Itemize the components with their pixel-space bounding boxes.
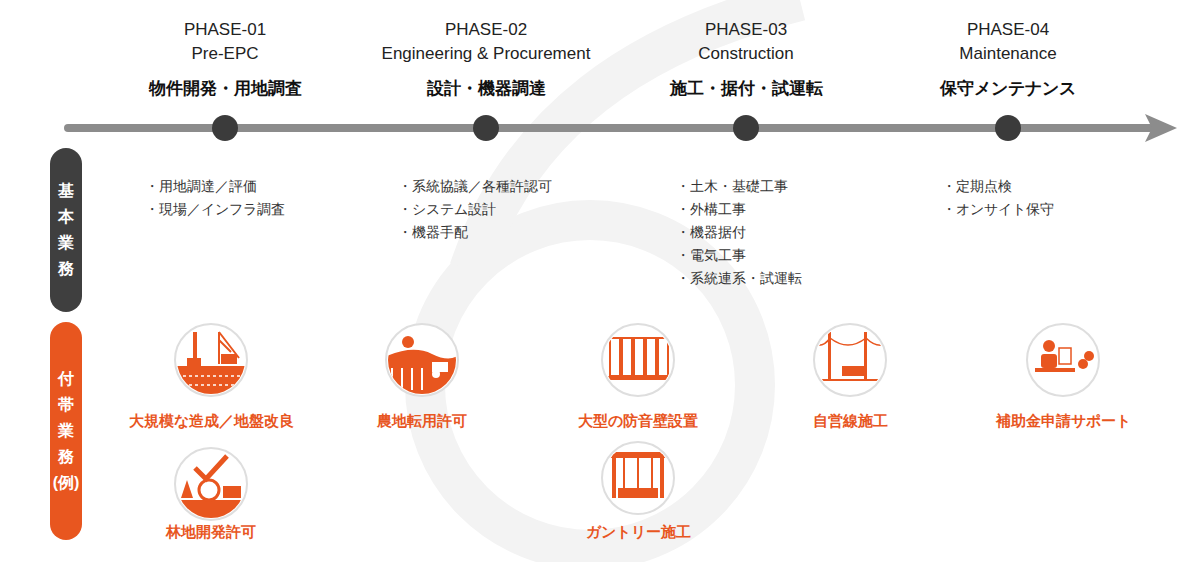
phase-heading: PHASE-04: [808, 19, 1200, 41]
task-bullet: ・用地調達／評価: [145, 176, 257, 196]
task-bullet: ・系統協議／各種許認可: [398, 176, 552, 196]
service-label: 大型の防音壁設置: [578, 411, 698, 431]
service-icon: 農地転用許可: [385, 323, 459, 397]
task-bullet: ・機器据付: [676, 222, 746, 242]
task-bullet: ・系統連系・試運転: [676, 268, 802, 288]
watermark-tail: [470, 0, 800, 270]
task-bullet: ・電気工事: [676, 245, 746, 265]
task-bullet: ・現場／インフラ調査: [145, 199, 285, 219]
phase-dot: [733, 115, 759, 141]
phase-heading: PHASE-03: [546, 19, 946, 41]
phase-title: 物件開発・用地調査: [25, 78, 425, 100]
task-bullet: ・外構工事: [676, 199, 746, 219]
phase-heading: Engineering & Procurement: [286, 43, 686, 65]
phase-dot: [212, 115, 238, 141]
phase-heading: PHASE-02: [286, 19, 686, 41]
service-icon: 林地開発許可: [174, 447, 248, 521]
task-bullet: ・土木・基礎工事: [676, 176, 788, 196]
service-icon: 大規模な造成／地盤改良: [174, 323, 248, 397]
phase-dot: [995, 115, 1021, 141]
service-icon: ガントリー施工: [601, 441, 675, 515]
category-label: 基本業務: [51, 178, 81, 282]
task-bullet: ・システム設計: [398, 199, 496, 219]
service-label: 林地開発許可: [166, 522, 256, 542]
phase-heading: Maintenance: [808, 43, 1200, 65]
service-label: ガントリー施工: [586, 522, 691, 542]
service-label: 補助金申請サポート: [996, 411, 1131, 431]
timeline-arrowhead: [1145, 114, 1177, 142]
phase-title: 保守メンテナンス: [808, 78, 1200, 100]
service-icon: 補助金申請サポート: [1026, 323, 1100, 397]
phase-heading: PHASE-01: [25, 19, 425, 41]
service-label: 大規模な造成／地盤改良: [129, 411, 294, 431]
phase-title: 施工・据付・試運転: [546, 78, 946, 100]
category-label: 付帯業務(例): [51, 366, 81, 496]
category-pill: 基本業務: [50, 148, 82, 312]
phase-heading: Pre-EPC: [25, 43, 425, 65]
service-icon: 大型の防音壁設置: [601, 323, 675, 397]
category-pill: 付帯業務(例): [50, 322, 82, 540]
task-bullet: ・オンサイト保守: [942, 199, 1054, 219]
task-bullet: ・定期点検: [942, 176, 1012, 196]
phase-heading: Construction: [546, 43, 946, 65]
service-label: 農地転用許可: [377, 411, 467, 431]
phase-dot: [473, 115, 499, 141]
timeline: [68, 114, 1177, 142]
task-bullet: ・機器手配: [398, 222, 468, 242]
phase-title: 設計・機器調達: [286, 78, 686, 100]
service-label: 自営線施工: [813, 411, 888, 431]
service-icon: 自営線施工: [813, 323, 887, 397]
